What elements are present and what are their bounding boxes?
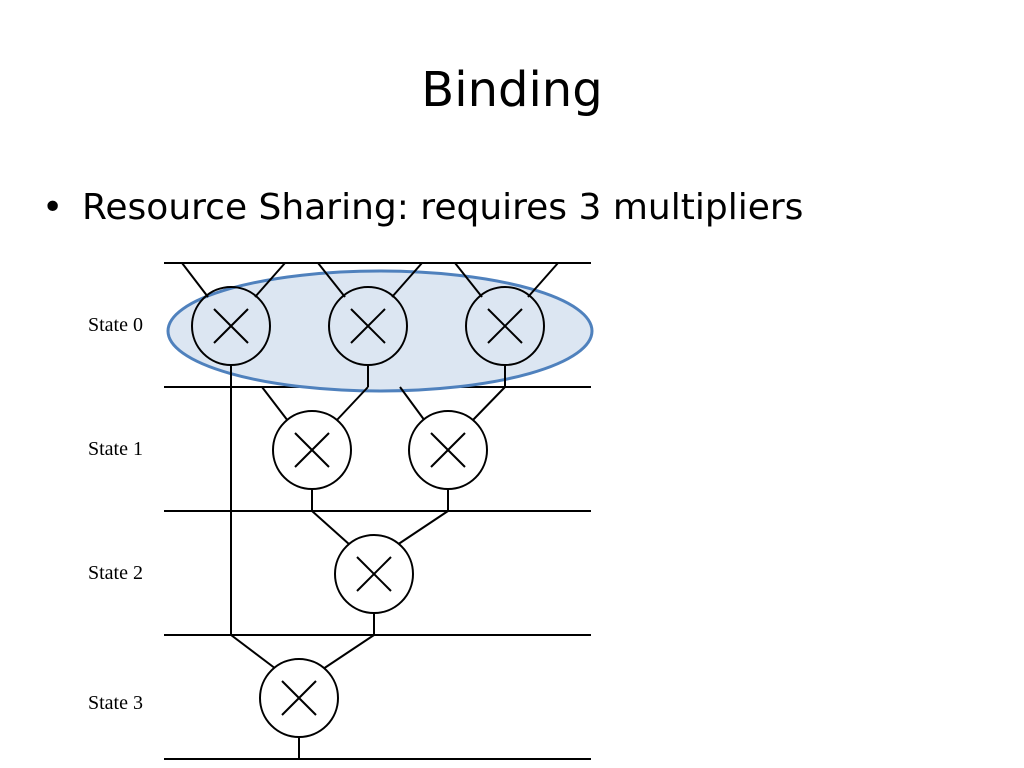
state-label: State 1: [88, 438, 143, 460]
edge: [317, 262, 346, 298]
multiplier-icon: [191, 286, 271, 366]
multiplier-icon: [272, 410, 352, 490]
bullet-text: Resource Sharing: requires 3 multipliers: [82, 187, 804, 228]
edge: [322, 634, 375, 670]
multiplier-nodes: [191, 286, 545, 738]
edge: [454, 262, 483, 298]
bullet-item: • Resource Sharing: requires 3 multiplie…: [42, 186, 803, 229]
multiplier-icon: [408, 410, 488, 490]
state-label: State 3: [88, 692, 143, 714]
edge: [311, 510, 351, 546]
multiplier-icon: [259, 658, 339, 738]
edge: [391, 262, 423, 298]
state-separators: [164, 262, 591, 760]
state-label: State 0: [88, 314, 143, 336]
dataflow-edges: [181, 262, 559, 759]
bullet-marker: •: [42, 187, 64, 228]
slide-title: Binding: [421, 62, 603, 118]
edge: [335, 386, 369, 422]
edge: [254, 262, 286, 298]
edge: [181, 262, 209, 298]
state-label: State 2: [88, 562, 143, 584]
multiplier-icon: [465, 286, 545, 366]
edge: [230, 634, 277, 670]
edge: [527, 262, 559, 298]
edge: [261, 386, 289, 422]
edge: [396, 510, 449, 546]
multiplier-icon: [334, 534, 414, 614]
multiplier-icon: [328, 286, 408, 366]
edge: [471, 386, 506, 422]
edge: [399, 386, 426, 422]
